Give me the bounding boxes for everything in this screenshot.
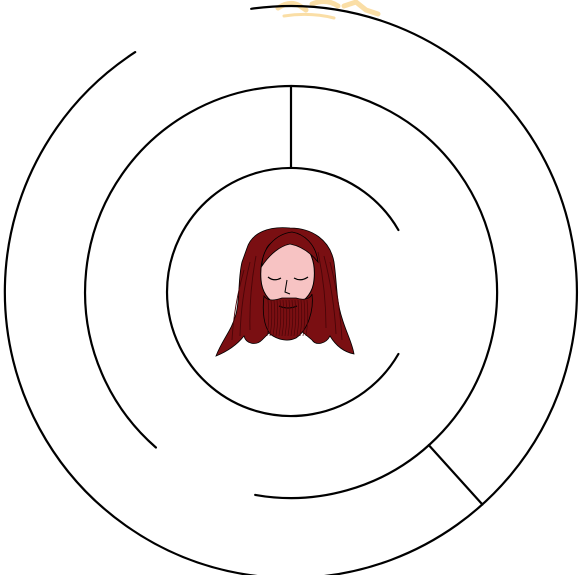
jesus-face-icon [216,228,354,356]
maze-radial-wall-bottom-right [429,445,483,504]
